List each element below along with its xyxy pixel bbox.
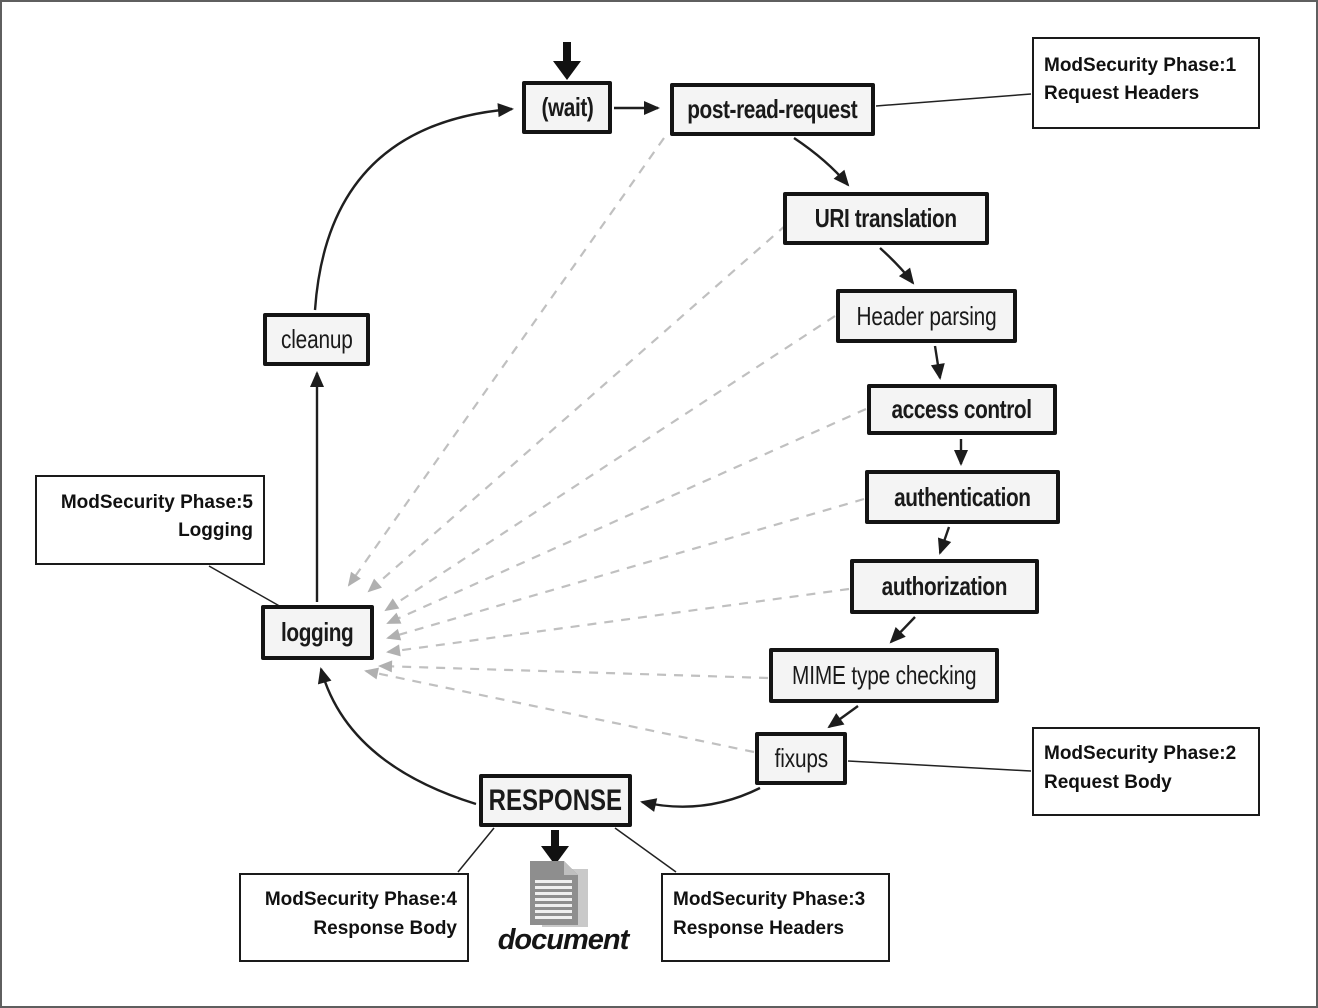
annotation-phase1-line1: ModSecurity Phase:1 bbox=[1044, 54, 1237, 76]
node-mime-type-checking: MIME type checking bbox=[769, 648, 999, 703]
node-cleanup: cleanup bbox=[263, 313, 370, 366]
link-response-to-phase4 bbox=[457, 827, 495, 873]
annotation-phase5-line2: Logging bbox=[178, 520, 253, 541]
node-post-read-request: post-read-request bbox=[670, 83, 875, 136]
node-wait: (wait) bbox=[522, 81, 612, 134]
link-fixups-to-phase2 bbox=[847, 760, 1032, 772]
dashed-edge-authorization-to-logging bbox=[386, 587, 850, 657]
dashed-edge-access-control-to-logging bbox=[386, 407, 867, 625]
node-authentication-label: authentication bbox=[894, 481, 1031, 512]
annotation-phase4: ModSecurity Phase:4 Response Body bbox=[239, 873, 469, 962]
node-mime-type-checking-label: MIME type checking bbox=[791, 660, 977, 690]
annotation-phase3-line2: Response Headers bbox=[673, 917, 845, 939]
edge-fixups-to-response bbox=[640, 786, 761, 812]
node-authorization-label: authorization bbox=[881, 571, 1008, 601]
node-wait-label: (wait) bbox=[541, 92, 593, 122]
annotation-phase5: ModSecurity Phase:5 Logging bbox=[35, 475, 265, 565]
link-response-to-phase3 bbox=[614, 827, 677, 873]
link-phase5-to-logging bbox=[208, 565, 284, 609]
annotation-phase3: ModSecurity Phase:3 Response Headers bbox=[661, 873, 890, 962]
node-response-label: RESPONSE bbox=[488, 783, 623, 817]
node-authentication: authentication bbox=[865, 470, 1060, 524]
edge-uri-translation-to-header-parsing bbox=[879, 247, 915, 285]
node-uri-translation: URI translation bbox=[783, 192, 989, 245]
annotation-phase4-line1: ModSecurity Phase:4 bbox=[264, 889, 457, 910]
node-fixups-label: fixups bbox=[774, 743, 828, 773]
dashed-edge-uri-translation-to-logging bbox=[367, 224, 787, 593]
annotation-phase5-line1: ModSecurity Phase:5 bbox=[60, 491, 253, 513]
dashed-edge-header-parsing-to-logging bbox=[384, 315, 836, 612]
annotation-phase4-line2: Response Body bbox=[313, 917, 457, 939]
entry-arrow bbox=[553, 42, 581, 80]
node-fixups: fixups bbox=[755, 732, 847, 785]
document-label: document bbox=[497, 924, 630, 956]
link-post-read-request-to-phase1 bbox=[875, 93, 1032, 107]
node-logging-label: logging bbox=[281, 617, 354, 647]
annotation-phase1: ModSecurity Phase:1 Request Headers bbox=[1032, 37, 1260, 129]
dashed-edge-fixups-to-logging bbox=[364, 667, 755, 754]
node-access-control-label: access control bbox=[891, 394, 1033, 424]
edge-response-to-document bbox=[541, 830, 569, 865]
node-cleanup-label: cleanup bbox=[280, 324, 353, 354]
edge-post-read-request-to-uri-translation bbox=[793, 137, 850, 187]
node-header-parsing: Header parsing bbox=[836, 289, 1017, 343]
edge-authorization-to-mime-type-checking bbox=[889, 616, 916, 644]
annotation-phase2: ModSecurity Phase:2 Request Body bbox=[1032, 727, 1260, 816]
node-access-control: access control bbox=[867, 384, 1057, 435]
edge-cleanup-to-wait bbox=[313, 103, 514, 311]
node-header-parsing-label: Header parsing bbox=[856, 300, 997, 331]
annotation-phase2-line2: Request Body bbox=[1044, 771, 1172, 793]
edge-header-parsing-to-access-control bbox=[930, 345, 945, 380]
dashed-edge-mime-type-checking-to-logging bbox=[378, 660, 769, 680]
edge-response-to-logging bbox=[317, 667, 477, 806]
annotation-phase3-line1: ModSecurity Phase:3 bbox=[673, 889, 866, 910]
node-uri-translation-label: URI translation bbox=[815, 203, 957, 233]
node-logging: logging bbox=[261, 605, 374, 660]
node-response: RESPONSE bbox=[479, 774, 632, 827]
node-authorization: authorization bbox=[850, 559, 1039, 614]
dashed-edge-post-read-request-to-logging bbox=[347, 137, 665, 587]
edge-authentication-to-authorization bbox=[937, 526, 952, 555]
edge-mime-type-checking-to-fixups bbox=[827, 705, 859, 729]
dashed-edge-authentication-to-logging bbox=[386, 497, 865, 641]
annotation-phase2-line1: ModSecurity Phase:2 bbox=[1044, 743, 1237, 764]
node-post-read-request-label: post-read-request bbox=[687, 94, 858, 124]
document-icon bbox=[530, 861, 588, 927]
annotation-phase1-line2: Request Headers bbox=[1044, 83, 1200, 104]
